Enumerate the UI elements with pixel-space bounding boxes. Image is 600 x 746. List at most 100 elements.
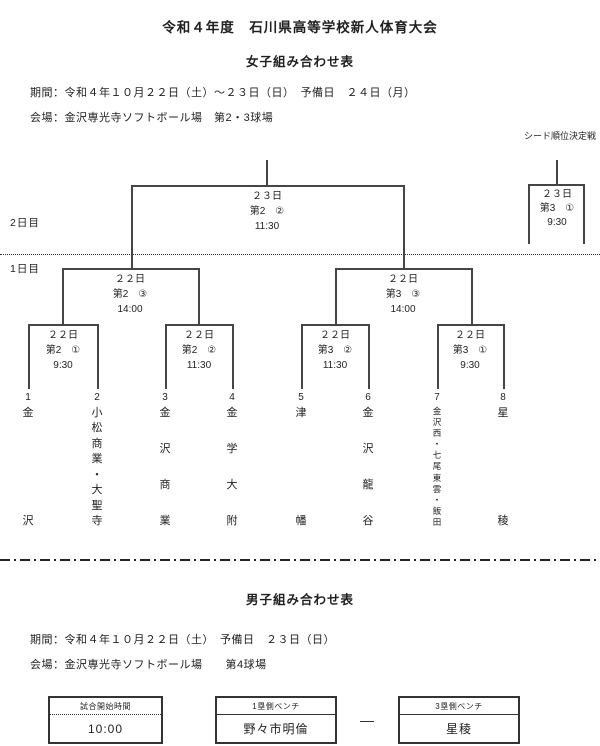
team-name-vertical: 金沢西・七尾東雲・飯田: [433, 407, 442, 527]
match-date: ２２日: [48, 330, 78, 341]
team-col-5: 5 津幡: [296, 391, 307, 527]
bracket-line-final-right: [403, 185, 405, 269]
team-name-vertical: 金沢龍谷: [363, 407, 374, 527]
day-separator-dotted-line: [0, 254, 600, 255]
match-slot: 第3 ③: [385, 289, 421, 300]
team-col-4: 4 金学大附: [227, 391, 238, 527]
team-name-char: 商: [159, 479, 171, 491]
team-seed-number: 1: [25, 392, 31, 403]
team-name-char: 星: [497, 407, 509, 419]
team-name-char: 金: [362, 407, 374, 419]
bracket-line-qf1-left: [28, 324, 30, 389]
team-name-char: 津: [295, 407, 307, 419]
seed-match-title: シード順位決定戦: [523, 131, 596, 141]
match-slot: 第2 ③: [112, 289, 148, 300]
bracket-line-seed-left: [528, 184, 530, 244]
team-name-char: 聖: [91, 499, 103, 512]
team-name-char: 寺: [91, 514, 103, 527]
men-period: 期間：令和４年１０月２２日（土） 予備日 ２３日（日）: [30, 634, 335, 646]
match-date: ２２日: [388, 274, 418, 285]
match-slot: 第3 ①: [539, 203, 575, 214]
women-section-title: 女子組み合わせ表: [245, 55, 354, 69]
bracket-line-qf3-right: [368, 324, 370, 389]
team-name-char: 稜: [497, 515, 509, 527]
match-date: ２２日: [184, 330, 214, 341]
team-seed-number: 8: [500, 392, 506, 403]
women-period: 期間：令和４年１０月２２日（土）～２３日（日） 予備日 ２４日（月）: [30, 87, 416, 99]
match-slot: 第3 ①: [452, 345, 488, 356]
team-name-char: 龍: [362, 479, 374, 491]
bracket-line-sf2-left: [335, 268, 337, 325]
versus-dash: —: [360, 712, 374, 728]
bracket-line-qf2-right: [232, 324, 234, 389]
bracket-line-qf1-right: [97, 324, 99, 389]
bracket-line-sf1-right: [198, 268, 200, 325]
match-slot: 第3 ②: [317, 345, 353, 356]
women-venue: 会場：金沢専光寺ソフトボール場 第2・3球場: [30, 112, 274, 124]
bracket-line-final-top: [131, 185, 405, 187]
team-name-char: 谷: [362, 515, 374, 527]
team-name-vertical: 星稜: [498, 407, 509, 527]
day2-label: 2日目: [10, 217, 40, 229]
team-name-vertical: 金沢: [23, 407, 34, 527]
men-venue: 会場：金沢専光寺ソフトボール場 第4球場: [30, 659, 267, 671]
match-quarterfinal-1: ２２日 第2 ① 9:30: [46, 328, 81, 373]
team-name-char: 業: [159, 515, 171, 527]
match-time: 9:30: [460, 360, 480, 371]
match-date: ２２日: [320, 330, 350, 341]
team-name-char: 沢: [159, 443, 171, 455]
team-seed-number: 6: [365, 392, 371, 403]
bracket-line-seed-top: [528, 184, 585, 186]
team-name-char: 七: [432, 450, 442, 461]
team-name-vertical: 小松商業・大聖寺: [92, 407, 103, 527]
team-name-char: 松: [91, 422, 103, 435]
match-seed-playoff: ２３日 第3 ① 9:30: [540, 188, 575, 230]
match-date: ２２日: [455, 330, 485, 341]
match-time: 11:30: [186, 360, 212, 371]
bracket-line-champion: [266, 160, 268, 186]
team-col-7: 7 金沢西・七尾東雲・飯田: [433, 391, 442, 527]
team-name-char: 沢: [432, 417, 442, 428]
bracket-line-qf3-top: [301, 324, 370, 326]
bracket-line-sf1-top: [62, 268, 200, 270]
team-name-char: 小: [91, 407, 103, 419]
team-name-char: ・: [432, 439, 442, 450]
bracket-line-qf1-top: [28, 324, 99, 326]
team-seed-number: 5: [298, 392, 304, 403]
team-seed-number: 7: [434, 392, 440, 403]
team-name-char: 金: [226, 407, 238, 419]
bench3-header: 3塁側ベンチ: [400, 698, 518, 715]
team-name-char: 沢: [22, 515, 34, 527]
match-quarterfinal-3: ２２日 第3 ② 11:30: [318, 328, 353, 373]
match-final: ２３日 第2 ② 11:30: [250, 189, 285, 234]
team-seed-number: 4: [229, 392, 235, 403]
match-quarterfinal-4: ２２日 第3 ① 9:30: [453, 328, 488, 373]
team-seed-number: 3: [162, 392, 168, 403]
men-section-title: 男子組み合わせ表: [245, 593, 354, 607]
team-col-1: 1 金沢: [23, 391, 34, 527]
bracket-line-sf1-left: [62, 268, 64, 325]
team-name-vertical: 金沢商業: [160, 407, 171, 527]
bench1-header: 1塁側ベンチ: [217, 698, 335, 715]
team-name-char: 沢: [362, 443, 374, 455]
bracket-line-seed-right: [583, 184, 585, 244]
team-name-char: 幡: [295, 515, 307, 527]
team-name-char: 金: [22, 407, 34, 419]
bracket-line-final-left: [131, 185, 133, 269]
team-name-char: ・: [432, 494, 442, 505]
team-name-char: 附: [226, 515, 238, 527]
team-col-6: 6 金沢龍谷: [363, 391, 374, 527]
bracket-line-sf2-right: [471, 268, 473, 325]
team-name-char: ・: [91, 468, 103, 481]
team-name-char: 東: [432, 472, 442, 483]
day1-label: 1日目: [10, 263, 40, 275]
team-col-3: 3 金沢商業: [160, 391, 171, 527]
bracket-line-qf3-left: [301, 324, 303, 389]
team-name-char: 商: [91, 437, 103, 450]
bracket-line-sf2-top: [335, 268, 473, 270]
team-name-char: 学: [226, 443, 238, 455]
match-slot: 第2 ①: [45, 345, 81, 356]
bench3-table: 3塁側ベンチ 星稜: [398, 696, 520, 744]
match-slot: 第2 ②: [181, 345, 217, 356]
bracket-line-qf4-left: [437, 324, 439, 389]
